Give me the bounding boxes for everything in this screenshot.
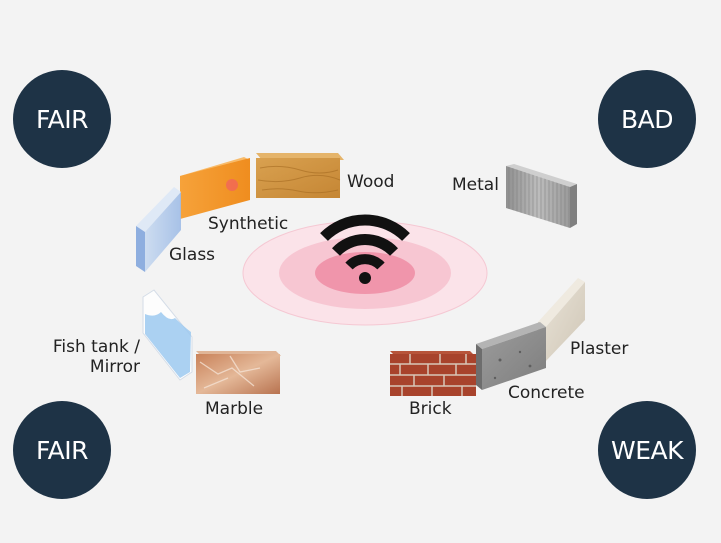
label-fish-tank-line2: Mirror [89,357,140,377]
synthetic-block [180,157,250,219]
rating-badge-top-right: BAD [598,70,696,168]
label-plaster: Plaster [570,339,629,359]
label-synthetic: Synthetic [208,214,289,234]
rating-badge-bottom-right: WEAK [598,401,696,499]
glass-block [136,187,181,272]
wood-block [256,153,344,198]
rating-badge-bottom-left: FAIR [13,401,111,499]
rating-badge-top-left: FAIR [13,70,111,168]
marble-block [196,351,281,394]
fish-tank-block [142,289,193,381]
label-fish-tank-line1: Fish tank / [52,337,140,357]
label-marble: Marble [205,399,264,419]
brick-block [390,351,476,396]
wifi-icon [320,214,410,284]
label-concrete: Concrete [508,383,585,403]
label-wood: Wood [347,172,395,192]
metal-block [506,164,577,228]
label-glass: Glass [169,245,216,265]
label-fish-tank: Fish tank / Mirror [40,337,140,377]
concrete-block [476,322,546,390]
label-metal: Metal [452,175,499,195]
label-brick: Brick [409,399,452,419]
